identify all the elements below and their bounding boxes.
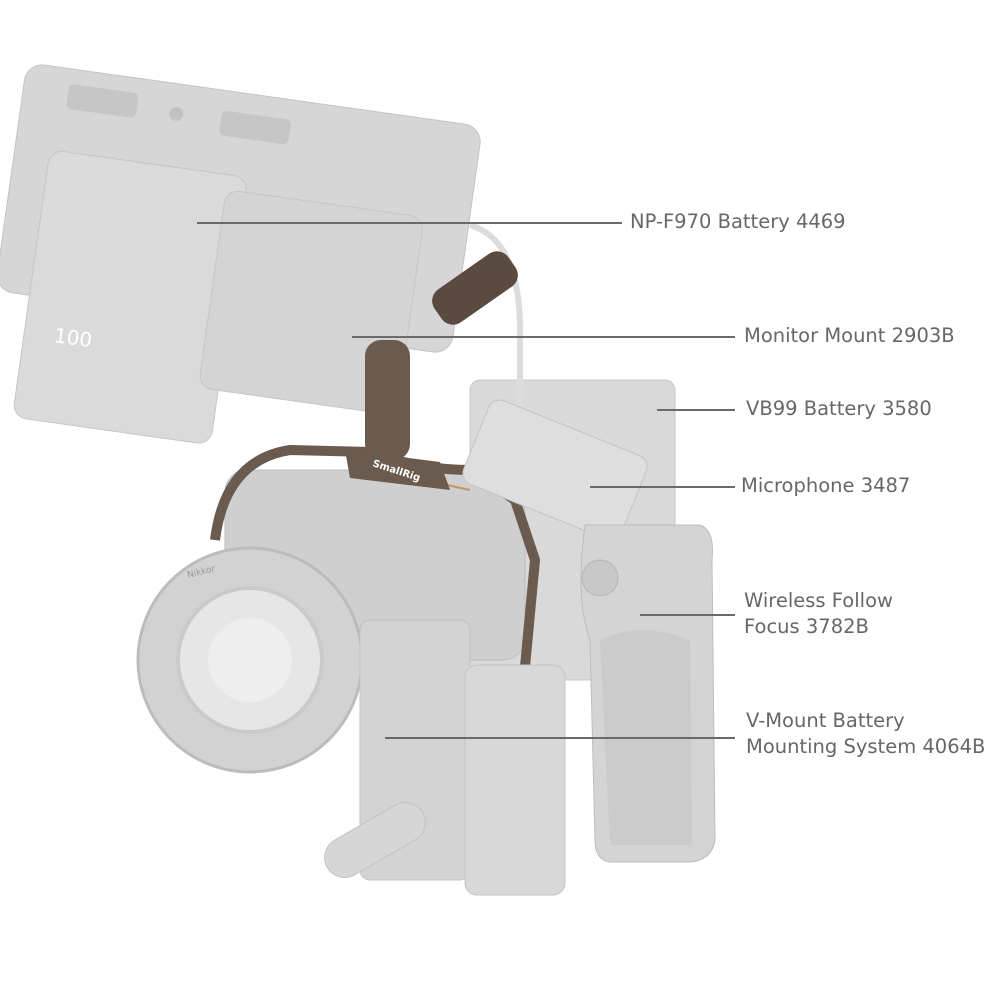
label-vmount-line1: V-Mount Battery (746, 709, 905, 732)
label-follow-focus-line2: Focus 3782B (744, 615, 869, 638)
microphone-shape (462, 399, 648, 541)
callout-line-np-f970 (197, 222, 622, 224)
label-microphone: Microphone 3487 (741, 474, 911, 497)
label-monitor-mount: Monitor Mount 2903B (744, 324, 955, 347)
callout-line-vmount (385, 737, 735, 739)
callout-line-follow-focus (640, 614, 735, 616)
label-vmount-system: V-Mount Battery Mounting System 4064B (746, 708, 985, 760)
vmount-mounting-shape (464, 664, 566, 896)
label-np-f970-battery: NP-F970 Battery 4469 (630, 210, 846, 233)
label-vb99-battery: VB99 Battery 3580 (746, 397, 932, 420)
label-follow-focus-line1: Wireless Follow (744, 589, 893, 612)
callout-line-vb99 (657, 409, 735, 411)
label-follow-focus: Wireless Follow Focus 3782B (744, 588, 893, 640)
label-vmount-line2: Mounting System 4064B (746, 735, 986, 758)
battery-readout: 100 (53, 323, 94, 352)
callout-line-monitor-mount (352, 336, 735, 338)
callout-line-microphone (590, 486, 735, 488)
monitor-mount-shape (365, 340, 410, 460)
